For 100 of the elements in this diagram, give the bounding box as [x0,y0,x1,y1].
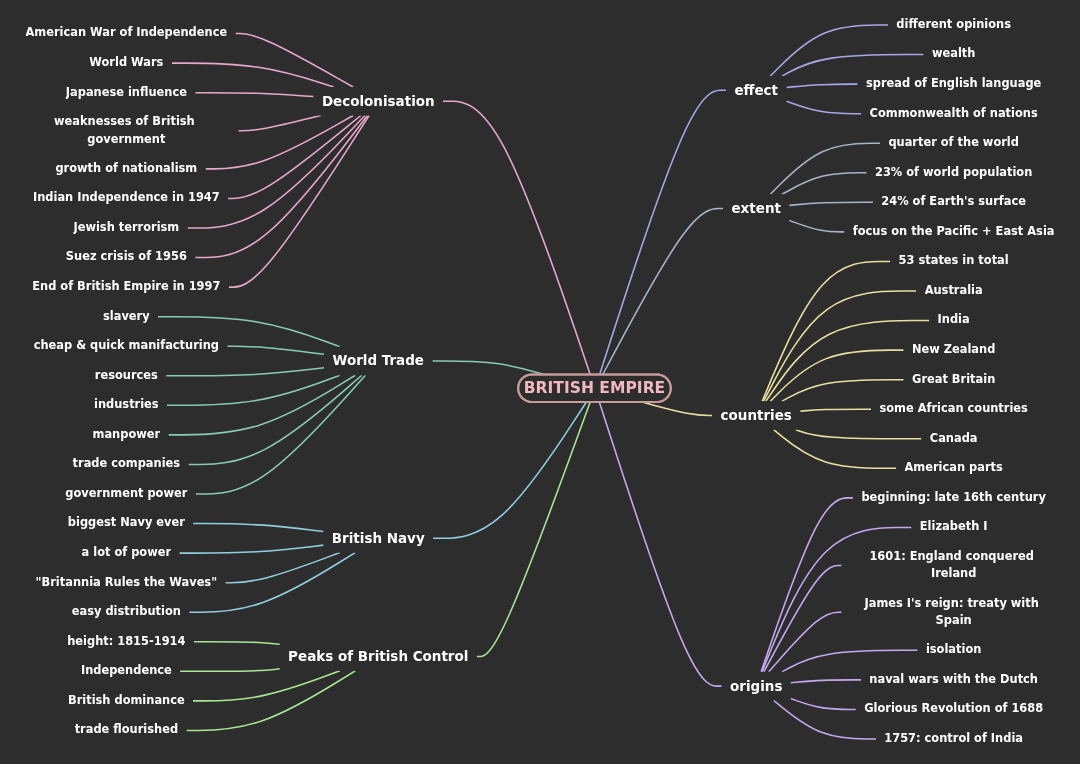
node-text: Indian Independence in 1947 [32,190,220,205]
connector [192,522,325,533]
node-text: countries [720,407,792,423]
node-text: growth of nationalism [55,161,198,175]
connector [788,201,874,207]
node-text: American War of Independence [25,26,228,40]
connector [157,315,341,348]
connector [237,114,322,132]
node-text: cheap & quick manifacturing [33,338,220,353]
connector [227,114,362,200]
connector [781,649,919,673]
connector [224,551,341,584]
node-text: 53 states in total [898,253,1009,268]
node-text: Independence [80,663,172,678]
node-text: some African countries [879,401,1028,416]
node-text: extent [731,200,781,217]
connector [769,349,905,402]
connector [475,401,591,658]
connector [226,345,325,356]
connector [178,544,325,554]
node-text: 1757: control of India [884,731,1024,745]
node-text: 24% of Earth's surface [881,194,1027,209]
node-text: origins [729,678,783,694]
node-text: New Zealand [911,342,996,357]
node-text: Suez crisis of 1956 [65,250,187,264]
node-text: isolation [925,642,982,657]
connector [186,114,366,229]
node-text: a lot of power [81,545,172,560]
node-text: height: 1815-1914 [67,634,186,648]
connector [179,668,281,673]
node-text: Peaks of British Control [288,648,469,665]
connector [788,219,846,233]
connector [781,53,925,77]
node-text: India [937,313,970,327]
node-text: Canada [929,431,978,445]
connector [193,641,281,646]
connector [760,497,854,673]
node-text: effect [734,82,779,98]
node-text: James I's reign: treaty with Spain [864,596,1039,627]
connector [194,114,369,259]
node-text: weaknesses of British government [53,114,195,146]
connector [227,114,370,288]
connector [643,401,713,417]
node-text: wealth [931,47,976,61]
node-text: End of British Empire in 1997 [32,279,221,294]
connector [772,428,897,470]
node-text: "Britannia Rules the Waves" [35,575,218,589]
connector [763,564,843,673]
node-text: different opinions [896,17,1011,31]
node-text: biggest Navy ever [67,516,185,530]
connector [188,551,357,613]
node-text: Great Britain [912,372,996,386]
node-text: resources [94,368,158,382]
connector [166,374,341,407]
connector [794,428,923,440]
node-text: 23% of world population [875,165,1033,179]
connector [765,319,931,402]
connector [187,374,363,466]
node-text: British Navy [331,530,425,546]
connector [799,408,872,412]
node-text: government power [65,486,188,500]
connector [194,91,315,98]
connector [781,172,868,196]
node-text: 1601: England conquered Ireland [869,549,1034,581]
connector [789,697,857,711]
connector [785,83,859,89]
connector [762,290,918,402]
connector [769,142,881,196]
node-text: Commonwealth of nations [869,106,1038,120]
node-text: quarter of the world [888,135,1019,150]
connector [185,670,357,732]
connector [761,260,892,402]
connector [165,366,325,377]
node-text: Jewish terrorism [73,220,180,234]
connector [598,401,723,687]
node-text: Australia [924,283,983,297]
node-text: focus on the Pacific + East Asia [852,224,1055,238]
node-text: Glorious Revolution of 1688 [864,701,1044,716]
connector [192,670,341,702]
node-text: Japanese influence [65,85,187,99]
node-text: manpower [92,427,161,441]
connector [234,32,354,88]
node-text: Decolonisation [321,93,435,109]
node-text: Elizabeth I [919,519,988,534]
connector [194,374,367,495]
node-text: beginning: late 16th century [861,490,1046,504]
connector [170,62,335,88]
connector [767,611,843,673]
connector [772,699,877,740]
connector [789,679,862,684]
connector [781,378,905,402]
connector [432,401,587,540]
connector [785,100,863,115]
node-text: World Wars [89,55,164,70]
node-text: slavery [103,309,150,323]
node-text: American parts [904,460,1003,475]
node-text: World Trade [332,352,425,369]
connector [167,374,357,436]
node-text: spread of English language [866,76,1042,91]
node-text: naval wars with the Dutch [869,672,1038,686]
